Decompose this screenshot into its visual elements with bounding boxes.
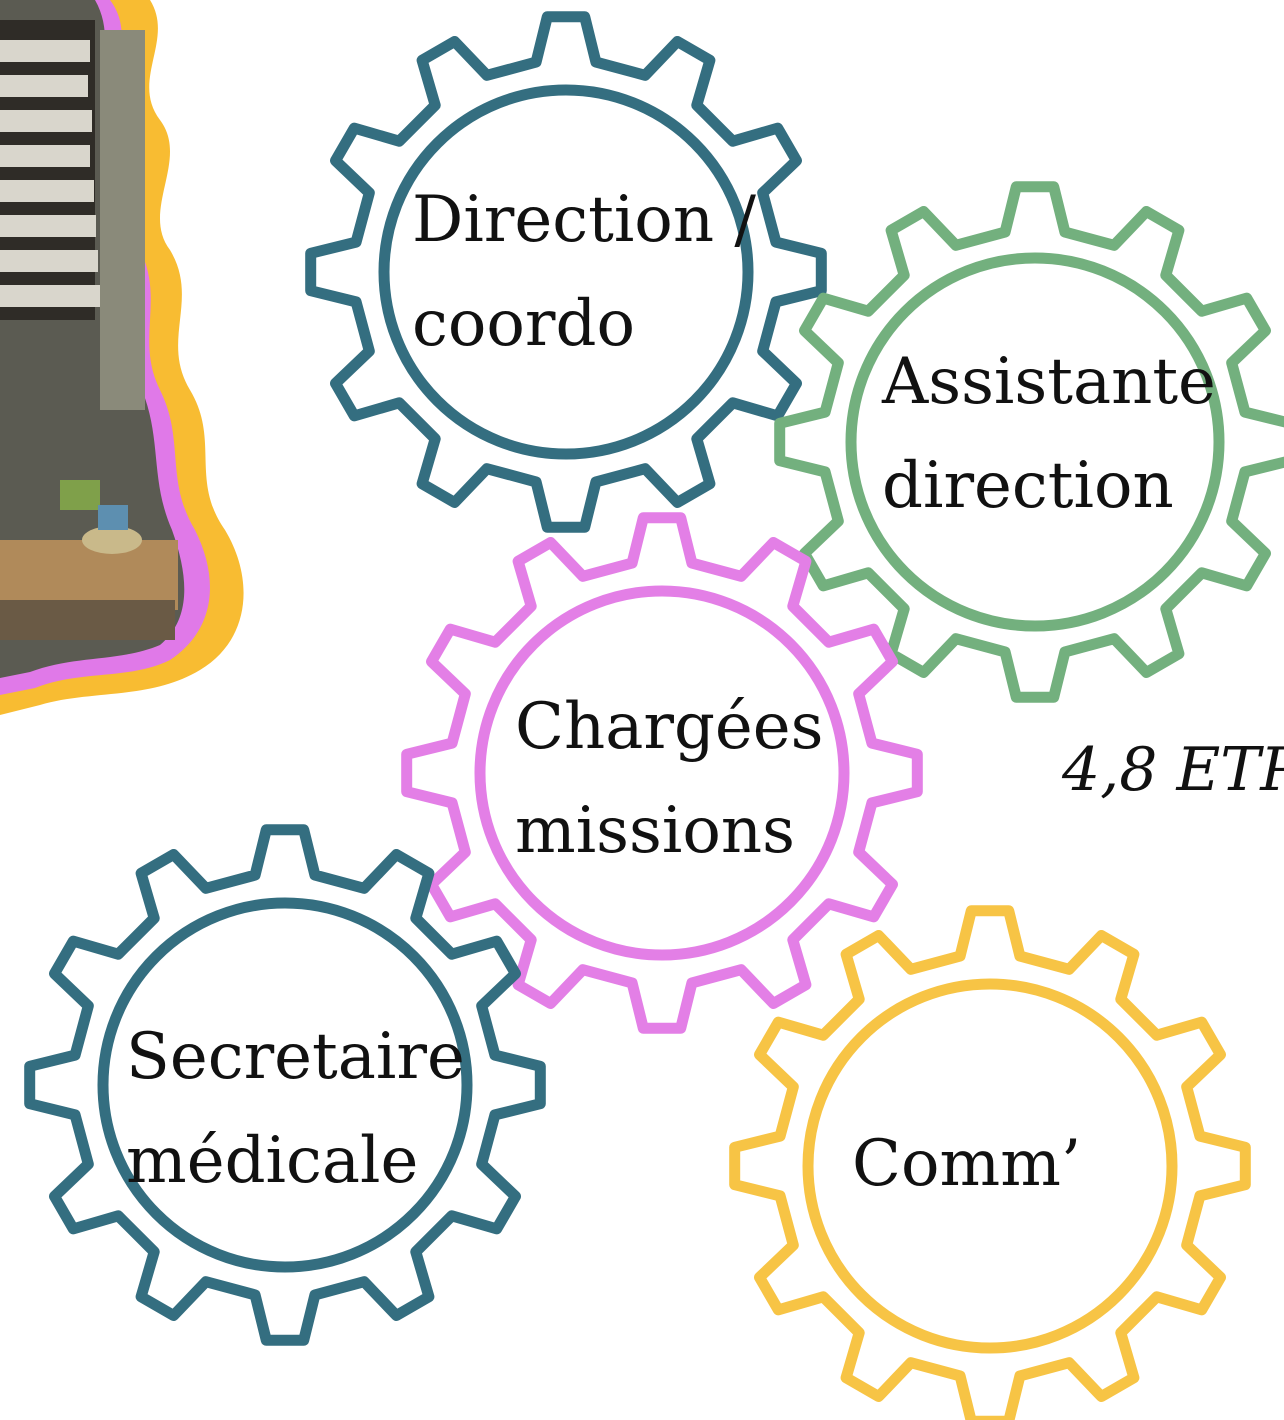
gear-assistante: [774, 181, 1284, 703]
gear-comm: [729, 905, 1251, 1420]
gear-chargees-ring: [474, 585, 850, 961]
gear-label-comm: Comm’: [852, 1112, 1081, 1216]
gear-label-direction-line1: Direction /: [412, 183, 756, 257]
gear-secretaire-ring: [97, 897, 473, 1273]
gear-label-direction: Direction / coordo: [412, 168, 756, 376]
gear-chargees: [401, 512, 923, 1034]
gear-label-chargees-line1: Chargées: [515, 690, 824, 764]
photo-frame: [0, 0, 244, 715]
photo-bowl: [82, 526, 142, 554]
photo-shelf: [0, 20, 95, 320]
gear-direction: [305, 11, 827, 533]
gear-secretaire-outline: [24, 824, 546, 1346]
photo-table-front: [0, 600, 175, 640]
gear-comm-ring: [802, 978, 1178, 1354]
gear-label-direction-line2: coordo: [412, 287, 635, 361]
gear-direction-outline: [305, 11, 827, 533]
gear-label-chargees-line2: missions: [515, 794, 795, 868]
gear-direction-ring: [378, 84, 754, 460]
gear-label-secretaire-line2: médicale: [126, 1124, 419, 1198]
gear-assistante-outline: [774, 181, 1284, 703]
photo-box-green: [60, 480, 100, 510]
gear-comm-outline: [729, 905, 1251, 1420]
gear-label-comm-line1: Comm’: [852, 1127, 1082, 1201]
gear-label-secretaire: Secretaire médicale: [126, 1005, 465, 1213]
headcount-text: 4,8 ETP: [1062, 735, 1284, 805]
gear-secretaire: [24, 824, 546, 1346]
photo-wall: [100, 30, 145, 410]
gear-chargees-outline: [401, 512, 923, 1034]
gears-layer: [24, 11, 1284, 1420]
gear-label-chargees: Chargées missions: [515, 675, 824, 883]
gear-assistante-ring: [845, 252, 1225, 632]
photo-box-blue: [98, 505, 128, 530]
gear-label-assistante-line1: Assistante: [882, 345, 1216, 419]
photo-table: [0, 540, 178, 610]
photo-shelf-rows: [0, 40, 100, 307]
gear-label-assistante: Assistante direction: [882, 330, 1216, 538]
gear-label-secretaire-line1: Secretaire: [126, 1020, 465, 1094]
gear-label-assistante-line2: direction: [882, 449, 1174, 523]
